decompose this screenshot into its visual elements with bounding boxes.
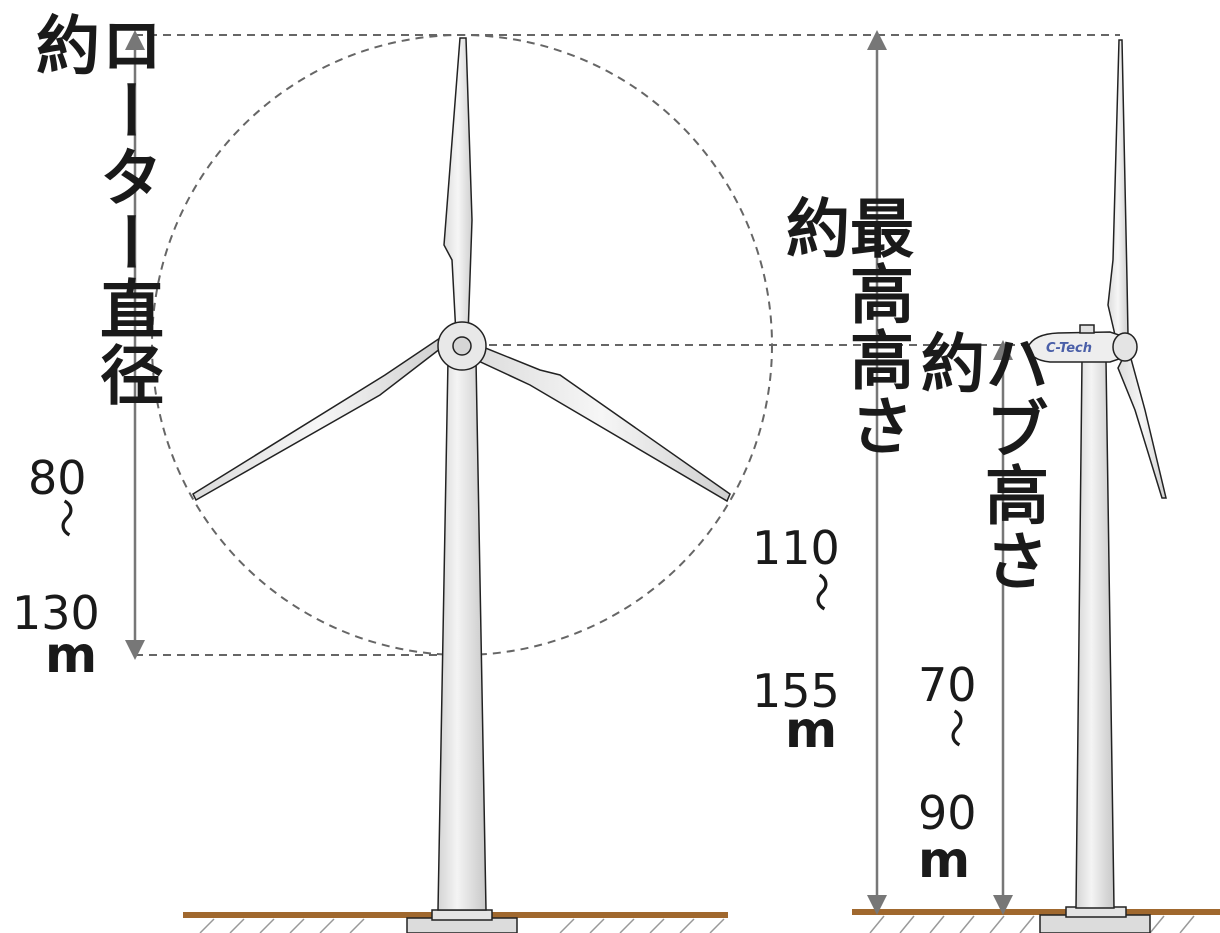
rotor-diameter-unit: m (45, 626, 98, 684)
rotor-diameter-separator: 〜 (42, 498, 88, 538)
guide-lines (135, 34, 1120, 656)
blade-left (192, 336, 447, 502)
max-height-label: 最高高さ約 (775, 195, 913, 459)
hub-height-separator: 〜 (932, 708, 978, 748)
blade-top (443, 37, 473, 336)
max-height-max: 155 (752, 664, 840, 718)
ground-right (852, 909, 1220, 933)
turbine-front-view (192, 37, 731, 933)
nacelle-vent (1079, 324, 1095, 334)
hub-height-unit: m (918, 831, 971, 889)
rotor-diameter-min: 80 (28, 451, 87, 505)
hub-height-label: ハブ高さ約 (910, 330, 1048, 594)
nacelle-brand-logo: C-Tech (1046, 341, 1092, 356)
side-hub (1112, 332, 1138, 362)
tower-right (1075, 359, 1115, 909)
max-height-unit: m (785, 701, 838, 759)
rotor-diameter-label: ローター直径約 (25, 12, 163, 408)
turbine-side-view (1027, 39, 1167, 933)
blade-side-lower (1117, 353, 1167, 499)
max-height-min: 110 (752, 521, 840, 575)
hub-height-max: 90 (918, 786, 977, 840)
foundation-right (1039, 906, 1151, 933)
hub-height-min: 70 (918, 658, 977, 712)
rotor-diameter-max: 130 (12, 586, 100, 640)
blade-right (471, 344, 731, 503)
dimension-arrows (125, 29, 1013, 915)
blade-side-upper (1107, 39, 1129, 336)
max-height-separator: 〜 (797, 572, 843, 612)
tower-left (437, 359, 487, 911)
hub-center (452, 336, 472, 356)
